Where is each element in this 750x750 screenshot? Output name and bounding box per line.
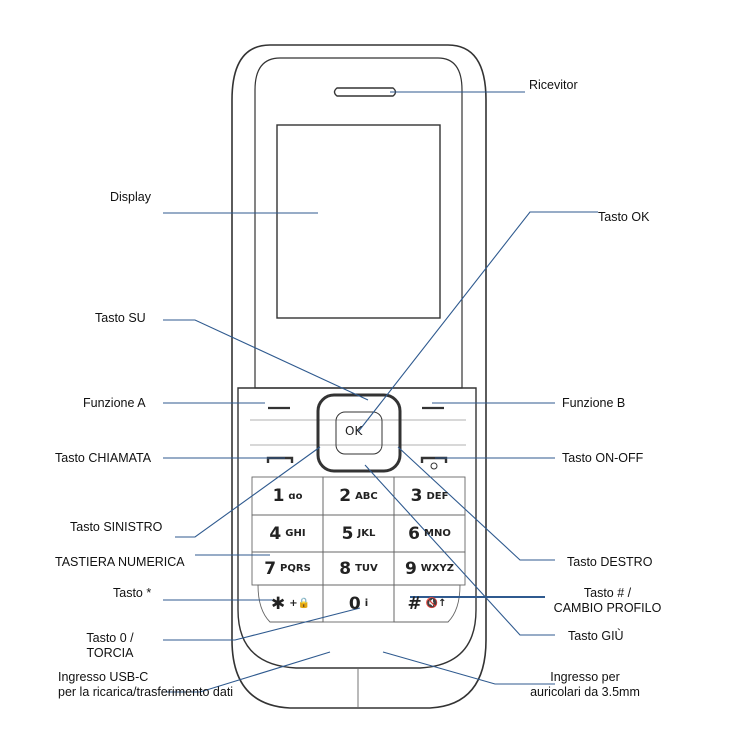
key-letters: DEF: [426, 490, 449, 502]
key-letters: WXYZ: [420, 563, 455, 574]
key-digit: #: [407, 593, 422, 614]
key-letters: ABC: [355, 490, 378, 502]
key-digit: 3: [410, 486, 423, 506]
key-letters: GHI: [285, 528, 306, 539]
label-line: CAMBIO PROFILO: [553, 601, 662, 615]
key-letters: PQRS: [280, 563, 311, 574]
screen: [276, 124, 441, 319]
keypad-surround: [237, 387, 477, 669]
label-display: Display: [110, 190, 151, 204]
label-call-key: Tasto CHIAMATA: [55, 451, 152, 465]
key-digit: 9: [404, 558, 417, 579]
key-letters: TUV: [355, 563, 378, 574]
key-6: 6 MNO: [394, 515, 465, 552]
label-star-key: Tasto *: [113, 586, 152, 600]
label-power-key: Tasto ON-OFF: [562, 451, 644, 465]
key-hash: #🔇↑: [394, 585, 460, 622]
key-letters: ɑo: [288, 490, 303, 502]
label-line: Tasto 0 /: [86, 631, 134, 645]
key-star: ✱+🔒: [258, 585, 323, 622]
key-digit: 8: [339, 558, 352, 579]
leader-lines: [163, 91, 598, 693]
key-digit: 5: [341, 523, 354, 544]
label-receiver: Ricevitor: [529, 78, 578, 92]
label-line: per la ricarica/trasferimento dati: [58, 685, 234, 699]
label-keypad: TASTIERA NUMERICA: [55, 555, 185, 569]
key-digit: 1: [272, 486, 285, 506]
torch-icon: i: [364, 598, 369, 609]
phone-body: [231, 44, 487, 709]
key-digit: 6: [408, 523, 420, 544]
key-letters: +🔒: [289, 598, 311, 609]
label-line: Tasto # /: [583, 586, 632, 600]
label-function-a: Funzione A: [83, 396, 146, 410]
ok-key: OK: [345, 424, 363, 438]
key-digit: 4: [269, 523, 282, 544]
label-ok-key: Tasto OK: [598, 210, 650, 224]
label-line: Ingresso per: [550, 670, 620, 684]
label-line: auricolari da 3.5mm: [530, 685, 640, 699]
key-digit: ✱: [270, 593, 286, 614]
key-letters: MNO: [424, 528, 451, 539]
label-line: TORCIA: [86, 646, 134, 660]
label-down-key: Tasto GIÙ: [568, 629, 624, 643]
key-letters: JKL: [357, 528, 376, 539]
label-line: Ingresso USB-C: [58, 670, 149, 684]
key-digit: 0: [348, 593, 361, 614]
label-hash-key: Tasto # /CAMBIO PROFILO: [545, 586, 670, 616]
label-function-b: Funzione B: [562, 396, 626, 410]
nav-pad: [316, 393, 402, 473]
label-zero-key: Tasto 0 /TORCIA: [75, 631, 145, 661]
label-up-key: Tasto SU: [95, 311, 146, 325]
profile-icon: 🔇↑: [425, 598, 447, 609]
label-right-key: Tasto DESTRO: [567, 555, 653, 569]
label-left-key: Tasto SINISTRO: [70, 520, 163, 534]
earpiece: [333, 87, 397, 97]
key-digit: 7: [264, 558, 277, 579]
key-digit: 2: [339, 486, 352, 506]
